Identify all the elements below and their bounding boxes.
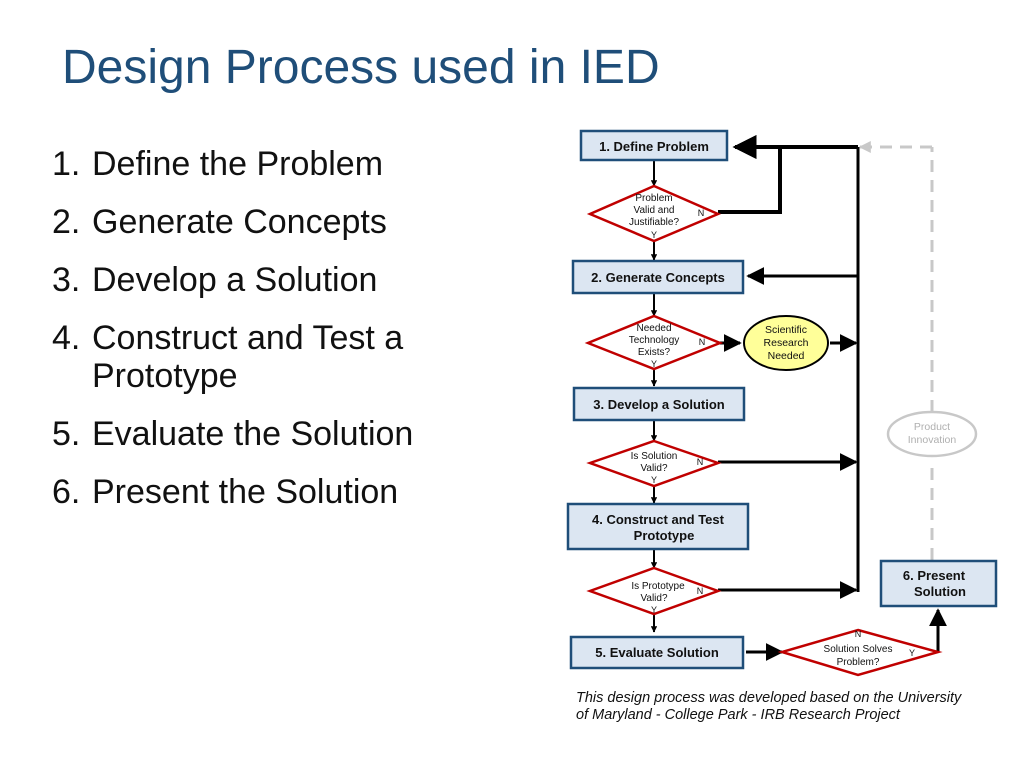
decision-diamond xyxy=(777,628,943,677)
process-box-evaluate-shape xyxy=(569,635,745,670)
branch-yes-label: Y xyxy=(651,230,657,240)
decision-text: Needed xyxy=(636,323,671,334)
research-node: Scientific Research Needed xyxy=(743,315,829,371)
decision-text: Is Solution xyxy=(631,451,678,462)
process-box-label: 1. Define Problem xyxy=(599,139,709,154)
step-text: Generate Concepts xyxy=(92,203,387,241)
process-box-define: 1. Define Problem xyxy=(579,129,729,162)
step-text: Present the Solution xyxy=(92,473,399,511)
branch-yes-label: Y xyxy=(651,359,657,369)
decision-tech-exists: Needed Technology Exists? Y N xyxy=(584,314,724,371)
steps-list: 1. Define the Problem 2. Generate Concepts… xyxy=(52,145,512,531)
branch-no-label: N xyxy=(697,457,704,467)
innovation-path: Product Innovation xyxy=(858,141,978,560)
process-box-present: 6. Present Solution xyxy=(879,559,998,608)
process-box-construct-shape xyxy=(566,502,750,551)
step-item: 4. Construct and Test a Prototype xyxy=(52,319,512,395)
decision-diamond xyxy=(586,566,722,616)
step-number: 2. xyxy=(52,203,81,241)
research-label: Needed xyxy=(768,350,805,362)
step-number: 1. xyxy=(52,145,81,183)
step-number: 6. xyxy=(52,473,81,511)
decision-text: Is Prototype xyxy=(631,581,685,592)
process-box-evaluate: 5. Evaluate Solution xyxy=(569,635,745,670)
research-label: Research xyxy=(764,337,809,349)
step-item: 3. Develop a Solution xyxy=(52,261,512,299)
slide-title: Design Process used in IED xyxy=(62,41,660,94)
process-box-label: Prototype xyxy=(634,528,695,543)
decision-text: Valid and xyxy=(634,205,675,216)
decision-solves-problem: N Solution Solves Problem? Y xyxy=(777,628,943,677)
step-item: 1. Define the Problem xyxy=(52,145,512,183)
process-box-generate-shape xyxy=(571,259,745,295)
process-box-label: 4. Construct and Test xyxy=(592,512,725,527)
decision-text: Exists? xyxy=(638,347,671,358)
decision-text: Valid? xyxy=(640,593,667,604)
branch-no-label: N xyxy=(698,208,705,218)
branch-no-label: N xyxy=(699,337,706,347)
decision-text: Technology xyxy=(629,335,680,346)
decision-diamond xyxy=(586,439,722,488)
step-number: 4. xyxy=(52,319,81,357)
decision-text: Problem xyxy=(635,193,672,204)
step-text: Evaluate the Solution xyxy=(92,415,414,453)
process-box-develop-shape xyxy=(572,386,746,422)
decision-diamond xyxy=(586,184,722,243)
branch-no-label: N xyxy=(697,586,704,596)
step-text: Define the Problem xyxy=(92,145,384,183)
process-box-define-shape xyxy=(579,129,729,162)
research-label: Scientific xyxy=(765,324,807,336)
source-note: This design process was developed based … xyxy=(576,690,962,723)
process-box-present-shape xyxy=(879,559,998,608)
branch-yes-label: Y xyxy=(909,648,915,658)
process-box-generate: 2. Generate Concepts xyxy=(571,259,745,295)
innovation-label: Innovation xyxy=(908,434,957,446)
process-box-label: Solution xyxy=(914,584,966,599)
decision-diamond xyxy=(584,314,724,371)
branch-no-label: N xyxy=(855,629,862,639)
decision-prototype-valid: Is Prototype Valid? Y N xyxy=(586,566,722,616)
process-box-label: 6. Present xyxy=(903,568,966,583)
process-box-label: 5. Evaluate Solution xyxy=(595,645,719,660)
decision-text: Justifiable? xyxy=(629,217,679,228)
feedback-connectors xyxy=(718,135,947,661)
product-innovation-oval xyxy=(886,410,978,458)
step-item: 6. Present the Solution xyxy=(52,473,512,511)
decision-problem-valid: Problem Valid and Justifiable? Y N xyxy=(586,184,722,243)
branch-yes-label: Y xyxy=(651,475,657,485)
branch-yes-label: Y xyxy=(651,605,657,615)
step-item: 5. Evaluate the Solution xyxy=(52,415,512,453)
decision-solution-valid: Is Solution Valid? Y N xyxy=(586,439,722,488)
process-box-label: 3. Develop a Solution xyxy=(593,397,725,412)
step-text: Construct and Test a Prototype xyxy=(92,319,404,395)
decision-text: Problem? xyxy=(837,657,880,668)
process-box-label: 2. Generate Concepts xyxy=(591,270,725,285)
innovation-label: Product xyxy=(914,421,950,433)
decision-text: Solution Solves xyxy=(824,644,893,655)
step-item: 2. Generate Concepts xyxy=(52,203,512,241)
decision-text: Valid? xyxy=(640,463,667,474)
process-box-construct: 4. Construct and Test Prototype xyxy=(566,502,750,551)
research-oval xyxy=(743,315,829,371)
process-box-develop: 3. Develop a Solution xyxy=(572,386,746,422)
step-number: 3. xyxy=(52,261,81,299)
step-number: 5. xyxy=(52,415,81,453)
step-text: Develop a Solution xyxy=(92,261,378,299)
